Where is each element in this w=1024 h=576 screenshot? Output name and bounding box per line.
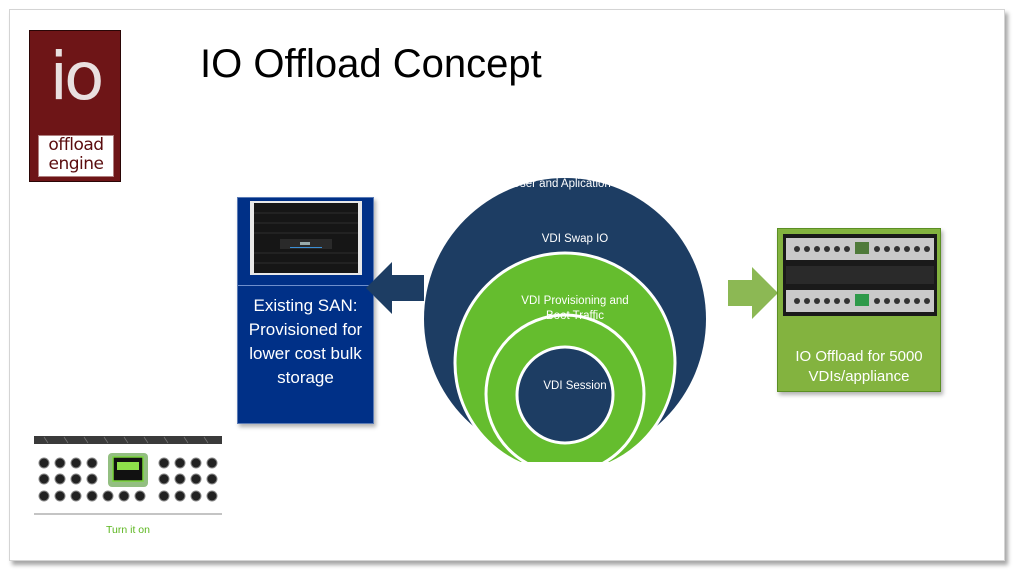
- logo-line-1: offload: [48, 135, 104, 155]
- offload-label: IO Offload for 5000 VDIs/appliance: [795, 348, 923, 385]
- ring-label-vdi-session: VDI Session: [543, 380, 607, 392]
- appliance-photo: [34, 434, 222, 516]
- ring-label-swap-io: VDI Swap IO: [541, 233, 609, 245]
- san-storage-image: [250, 201, 362, 275]
- io-offload-box: IO Offload for 5000 VDIs/appliance: [777, 228, 941, 392]
- arrow-left-icon: [366, 262, 424, 314]
- existing-san-box: Existing SAN: Provisioned for lower cost…: [237, 197, 374, 424]
- san-divider: [238, 285, 373, 286]
- arrow-right-icon: [728, 267, 778, 319]
- io-offload-engine-logo: io offload engine: [29, 30, 121, 182]
- ring-vdi-session: [515, 345, 615, 445]
- slide-title: IO Offload Concept: [200, 42, 542, 86]
- logo-io-text: io: [49, 38, 105, 115]
- logo-line-2: engine: [48, 154, 104, 174]
- concentric-rings-diagram: [424, 178, 706, 462]
- logo-wordmark: offload engine: [38, 135, 114, 177]
- ring-label-user-data: User and Aplication Data: [511, 178, 639, 190]
- slide: io offload engine IO Offload Concept Exi…: [9, 9, 1005, 561]
- offload-appliance-image: [783, 234, 937, 316]
- san-label: Existing SAN: Provisioned for lower cost…: [248, 296, 363, 387]
- ring-label-provisioning: VDI Provisioning and Boot Traffic: [521, 295, 629, 322]
- device-caption: Turn it on: [106, 524, 150, 536]
